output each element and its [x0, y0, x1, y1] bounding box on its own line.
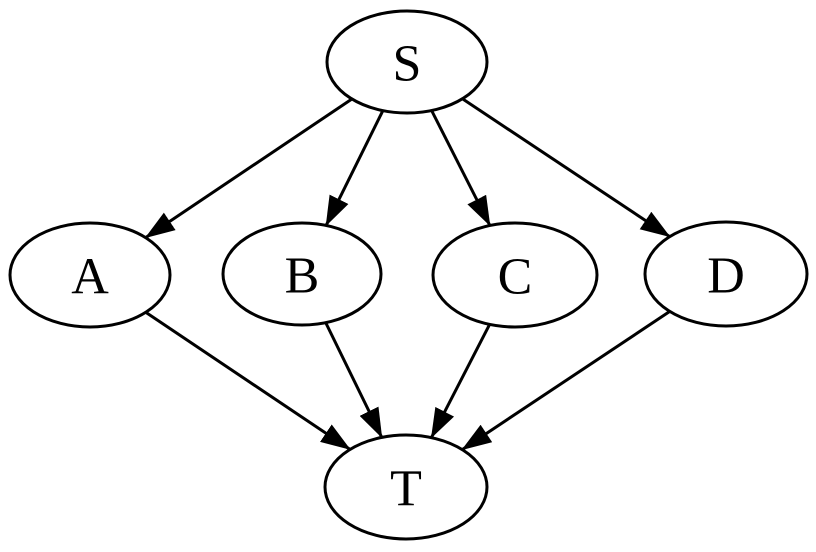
- node-ellipse-B: [221, 221, 383, 327]
- node-label-B: B: [285, 248, 320, 305]
- node-ellipse-A: [8, 221, 172, 329]
- node-ellipse-C: [431, 221, 599, 329]
- node-label-D: D: [707, 248, 745, 305]
- edge-S-D: [461, 97, 671, 238]
- node-label-S: S: [393, 36, 422, 93]
- node-label-A: A: [71, 249, 109, 306]
- edge-A-T: [144, 311, 351, 451]
- node-S: S: [325, 9, 489, 115]
- node-label-T: T: [390, 461, 422, 518]
- node-label-C: C: [498, 249, 533, 306]
- node-B: B: [221, 221, 383, 327]
- node-D: D: [643, 220, 809, 328]
- edge-C-T: [430, 323, 491, 439]
- node-ellipse-T: [323, 433, 489, 541]
- edge-S-C: [430, 109, 492, 227]
- node-A: A: [8, 221, 172, 329]
- node-C: C: [431, 221, 599, 329]
- edge-B-T: [324, 321, 384, 439]
- node-ellipse-S: [325, 9, 489, 115]
- node-ellipse-D: [643, 220, 809, 328]
- edge-layer: [144, 97, 671, 451]
- edge-D-T: [461, 310, 671, 451]
- edge-S-B: [324, 109, 385, 227]
- node-T: T: [323, 433, 489, 541]
- edge-S-A: [144, 97, 353, 239]
- node-layer: S A B C D T: [8, 9, 809, 541]
